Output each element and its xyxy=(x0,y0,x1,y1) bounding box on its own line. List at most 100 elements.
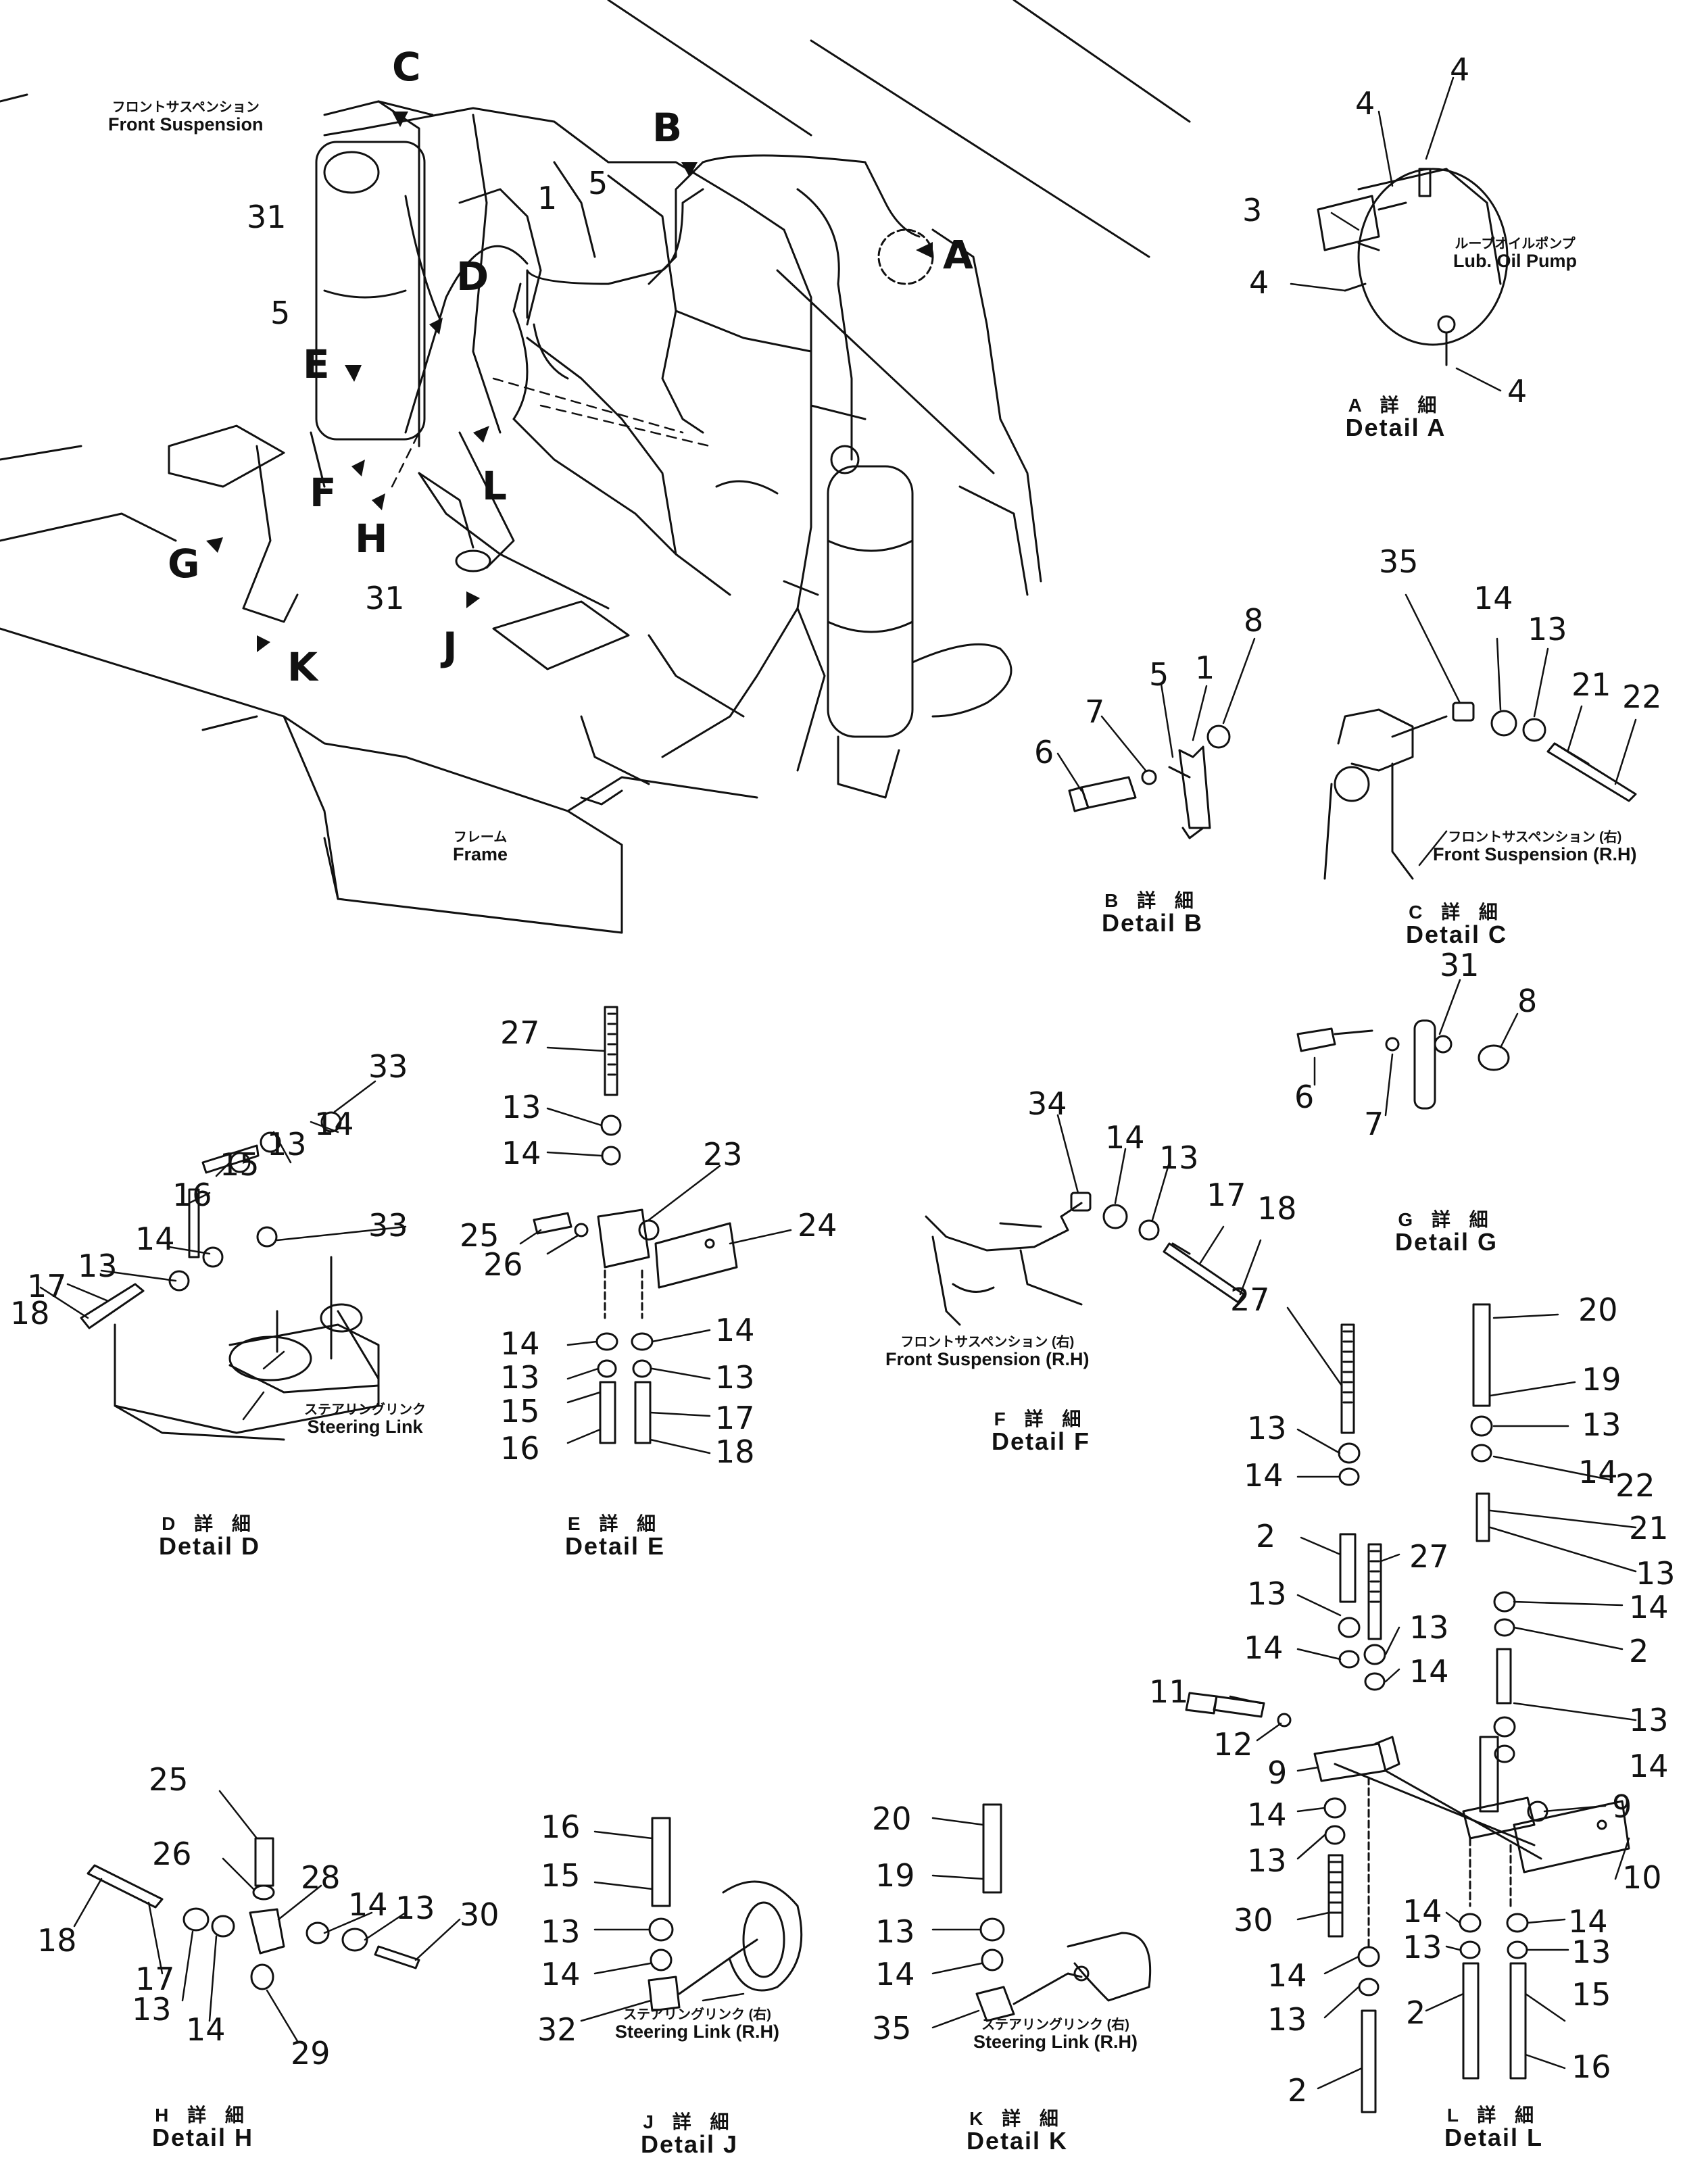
detail-l-part-27-mid: 27 xyxy=(1409,1538,1449,1575)
detail-l-part-13-g: 13 xyxy=(1247,1842,1287,1879)
detail-e-part-25: 25 xyxy=(460,1217,499,1254)
note-front-suspension: フロントサスペンション Front Suspension xyxy=(108,100,264,135)
caption-detail-d: D 詳 細 Detail D xyxy=(135,1514,284,1559)
caption-detail-d-jp: D 詳 細 xyxy=(162,1513,258,1534)
detail-d-leaders xyxy=(39,1080,407,1421)
detail-j-part-16: 16 xyxy=(541,1809,581,1845)
detail-g-part-31: 31 xyxy=(1440,947,1480,983)
detail-l-part-13-e: 13 xyxy=(1409,1609,1449,1646)
detail-e-part-15: 15 xyxy=(500,1393,540,1429)
detail-h-part-30: 30 xyxy=(460,1896,499,1933)
note-lub-oil-pump-en: Lub. Oil Pump xyxy=(1453,251,1577,271)
note-steering-link-rh-k-jp: ステアリングリンク (右) xyxy=(981,2017,1129,2032)
caption-detail-f: F 詳 細 Detail F xyxy=(967,1409,1115,1454)
main-part-5-left: 5 xyxy=(270,295,291,331)
note-front-suspension-en: Front Suspension xyxy=(108,114,264,134)
main-part-1: 1 xyxy=(537,180,558,216)
detail-h-part-14-left: 14 xyxy=(186,2011,226,2048)
detail-l-part-13-c: 13 xyxy=(1247,1575,1287,1612)
main-part-31-bottom: 31 xyxy=(365,580,405,616)
caption-detail-a: A 詳 細 Detail A xyxy=(1325,395,1467,441)
caption-detail-g-jp: G 詳 細 xyxy=(1398,1209,1495,1230)
caption-detail-b-jp: B 詳 細 xyxy=(1104,890,1200,911)
note-front-suspension-rh-f-jp: フロントサスペンション (右) xyxy=(900,1335,1075,1350)
detail-l-part-13-i: 13 xyxy=(1571,1934,1611,1970)
detail-c-drawing xyxy=(1323,702,1637,880)
detail-c-part-21: 21 xyxy=(1571,666,1611,703)
caption-detail-h-en: Detail H xyxy=(151,2124,254,2152)
detail-c-leaders xyxy=(1405,593,1637,866)
note-steering-link: ステアリングリンク Steering Link xyxy=(304,1402,426,1438)
detail-l-part-2-b: 2 xyxy=(1629,1633,1649,1669)
detail-f-part-14: 14 xyxy=(1105,1119,1145,1156)
detail-b-part-8: 8 xyxy=(1244,602,1264,639)
detail-l-part-13-j: 13 xyxy=(1267,2001,1307,2038)
detail-g-drawing xyxy=(1296,1019,1510,1110)
main-part-5-right: 5 xyxy=(588,165,608,201)
detail-k-part-19: 19 xyxy=(875,1857,915,1894)
detail-c-part-22: 22 xyxy=(1622,679,1662,715)
caption-detail-k-en: Detail K xyxy=(966,2127,1069,2155)
caption-detail-k: K 詳 細 Detail K xyxy=(943,2109,1092,2154)
detail-l-part-13-a: 13 xyxy=(1247,1410,1287,1446)
detail-d-part-18: 18 xyxy=(10,1295,50,1331)
caption-detail-j-en: Detail J xyxy=(640,2130,739,2159)
detail-l-leaders xyxy=(1229,1306,1637,2090)
callout-g: G xyxy=(168,541,200,587)
detail-l-part-30: 30 xyxy=(1234,1902,1273,1938)
detail-l-part-22: 22 xyxy=(1615,1467,1655,1504)
detail-b-part-5: 5 xyxy=(1149,656,1169,693)
note-front-suspension-rh-c: フロントサスペンション (右) Front Suspension (R.H) xyxy=(1433,830,1636,865)
detail-e-part-16: 16 xyxy=(500,1430,540,1467)
detail-a-part-4-top: 4 xyxy=(1450,51,1470,88)
detail-j-drawing xyxy=(648,1817,803,2012)
detail-h-leaders xyxy=(73,1790,461,2042)
detail-h-part-17: 17 xyxy=(135,1961,175,1997)
note-front-suspension-rh-c-jp: フロントサスペンション (右) xyxy=(1448,830,1622,845)
detail-d-part-33-top: 33 xyxy=(368,1048,408,1085)
detail-h-part-14-right: 14 xyxy=(348,1886,388,1923)
detail-l-part-13-h: 13 xyxy=(1402,1929,1442,1965)
detail-l-part-2-c: 2 xyxy=(1406,1994,1426,2031)
detail-e-part-13-top: 13 xyxy=(502,1089,541,1125)
note-steering-link-rh-k-en: Steering Link (R.H) xyxy=(973,2032,1138,2052)
detail-l-part-13-f: 13 xyxy=(1629,1702,1669,1738)
caption-detail-e: E 詳 細 Detail E xyxy=(541,1514,689,1559)
detail-l-part-11: 11 xyxy=(1149,1673,1189,1710)
caption-detail-e-en: Detail E xyxy=(564,1532,666,1561)
detail-l-part-2-a: 2 xyxy=(1256,1518,1276,1554)
detail-h-part-13-right: 13 xyxy=(395,1890,435,1926)
detail-e-part-14-left: 14 xyxy=(500,1325,540,1362)
detail-j-part-14: 14 xyxy=(541,1956,581,1992)
caption-detail-g-en: Detail G xyxy=(1394,1228,1498,1256)
detail-h-part-18: 18 xyxy=(37,1922,77,1959)
main-front-pads xyxy=(168,424,630,806)
detail-l-part-14-b: 14 xyxy=(1578,1454,1618,1490)
detail-f-part-17: 17 xyxy=(1206,1177,1246,1213)
detail-f-part-34: 34 xyxy=(1027,1085,1067,1122)
detail-j-leaders xyxy=(580,1830,745,2022)
note-lub-oil-pump: ループオイルポンプ Lub. Oil Pump xyxy=(1453,237,1577,272)
detail-g-leaders xyxy=(1313,979,1519,1117)
detail-l-part-13-b: 13 xyxy=(1582,1406,1621,1443)
detail-l-part-14-g: 14 xyxy=(1247,1796,1287,1833)
caption-detail-b: B 詳 細 Detail B xyxy=(1081,891,1223,936)
detail-l-part-14-d: 14 xyxy=(1244,1629,1284,1666)
detail-h-part-26: 26 xyxy=(152,1836,192,1872)
detail-e-leaders xyxy=(519,1046,792,1454)
note-front-suspension-rh-c-en: Front Suspension (R.H) xyxy=(1433,844,1637,864)
detail-l-part-10: 10 xyxy=(1622,1859,1662,1896)
detail-k-leaders xyxy=(931,1817,985,2029)
caption-detail-f-en: Detail F xyxy=(991,1427,1091,1456)
caption-detail-l: L 詳 細 Detail L xyxy=(1419,2105,1568,2151)
detail-k-part-35: 35 xyxy=(872,2010,912,2047)
note-steering-link-rh-k: ステアリングリンク (右) Steering Link (R.H) xyxy=(973,2017,1138,2053)
detail-f-part-18: 18 xyxy=(1257,1190,1297,1227)
detail-a-part-4-mid: 4 xyxy=(1249,264,1269,301)
caption-detail-e-jp: E 詳 細 xyxy=(567,1513,663,1534)
detail-b-part-1: 1 xyxy=(1195,650,1215,686)
detail-b-part-6: 6 xyxy=(1034,734,1054,770)
detail-k-part-20: 20 xyxy=(872,1800,912,1837)
detail-b-part-7: 7 xyxy=(1085,693,1105,730)
